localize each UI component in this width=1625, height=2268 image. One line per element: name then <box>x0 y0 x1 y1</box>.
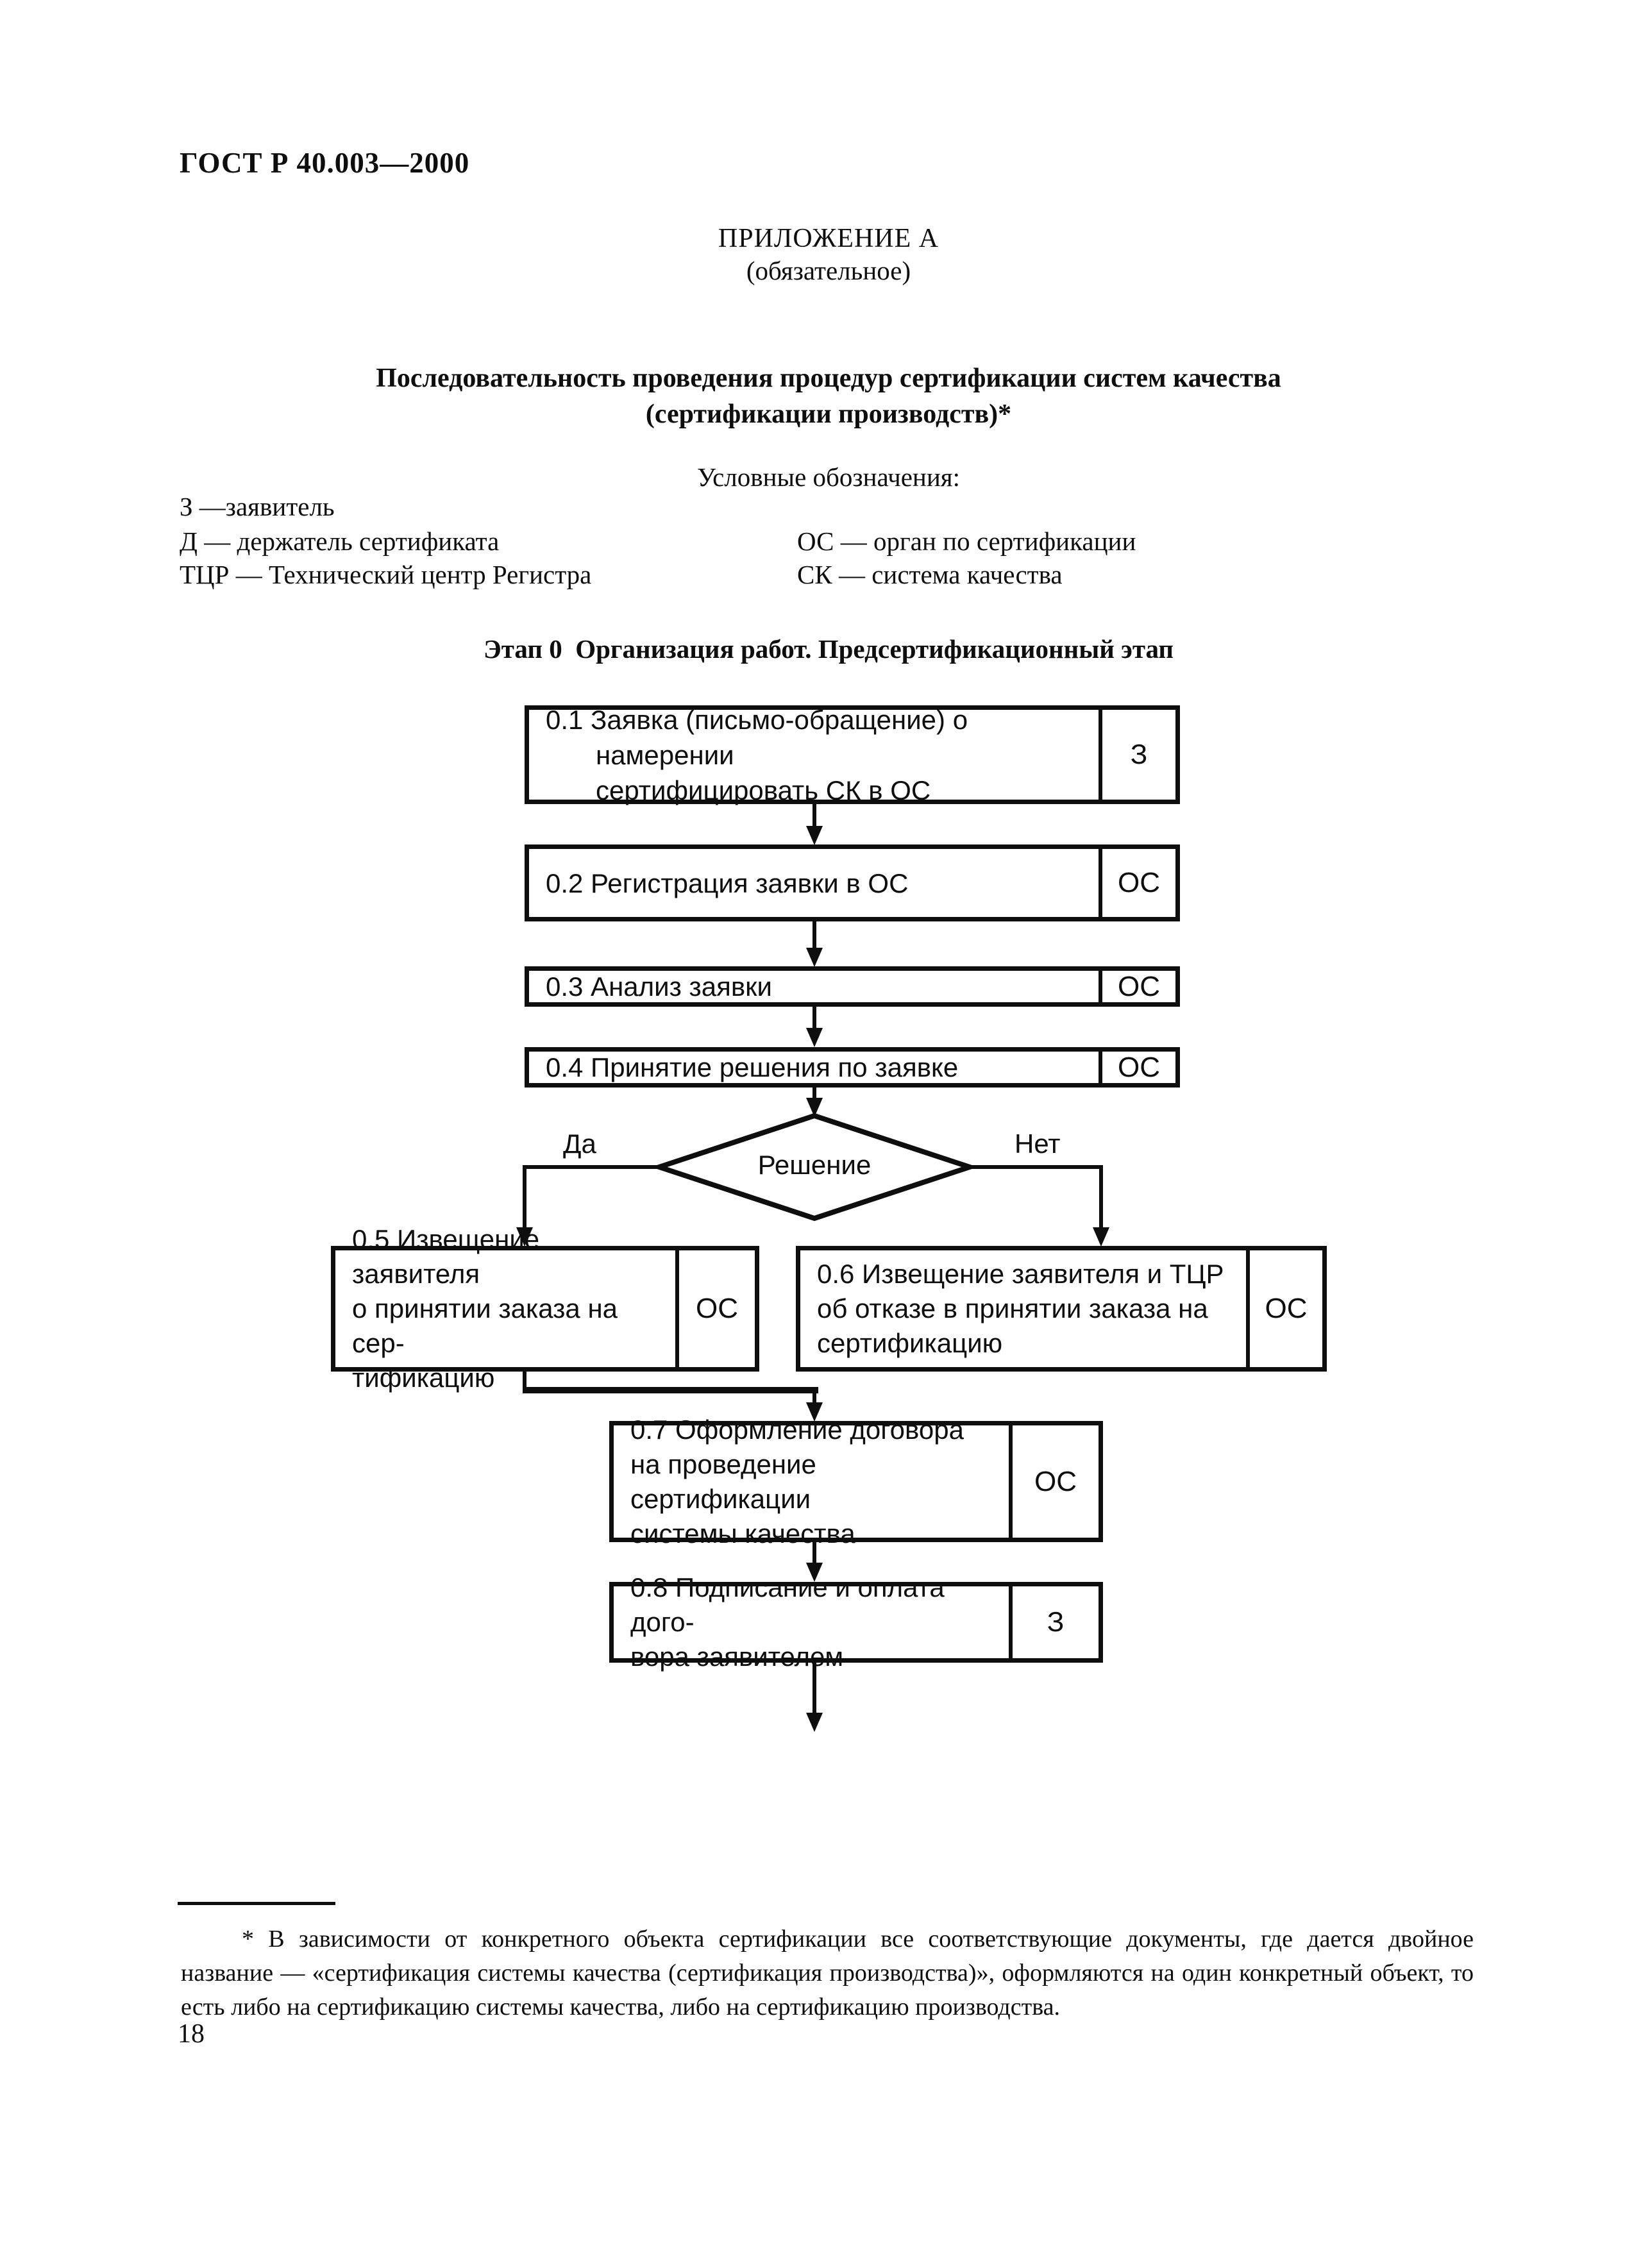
main-title-line2: (сертификации производств)* <box>645 399 1012 429</box>
flow-box-0-8: 0.8 Подписание и оплата дого- вора заяви… <box>609 1572 1103 1672</box>
arrow-down-icon <box>516 1227 533 1247</box>
flow-box-0-2-tag: ОС <box>1099 849 1175 917</box>
arrow-down-icon <box>806 948 823 967</box>
flow-box-0-4: 0.4 Принятие решения по заявке ОС <box>525 1047 1180 1088</box>
connector-line <box>812 1088 816 1099</box>
flow-box-0-7: 0.7 Оформление договора на проведение се… <box>609 1414 1103 1549</box>
flow-box-0-1: 0.1 Заявка (письмо-обращение) о намерени… <box>525 704 1180 805</box>
connector-line <box>812 1007 816 1030</box>
arrow-down-icon <box>806 1028 823 1047</box>
decision-diamond <box>651 1113 978 1222</box>
footnote-rule <box>178 1902 335 1905</box>
flow-box-0-3-tag: ОС <box>1099 971 1175 1002</box>
connector-line <box>812 1663 816 1714</box>
flow-box-0-2: 0.2 Регистрация заявки в ОС ОС <box>525 844 1180 921</box>
decision-yes-label: Да <box>563 1129 596 1159</box>
connector-line <box>812 1387 816 1404</box>
connector-line <box>523 1165 659 1169</box>
flow-box-0-1-text: 0.1 Заявка (письмо-обращение) о намерени… <box>546 704 968 805</box>
connector-line <box>1099 1165 1103 1229</box>
flow-box-0-4-text: 0.4 Принятие решения по заявке <box>546 1052 959 1082</box>
flow-box-0-6-text: 0.6 Извещение заявителя и ТЦР об отказе … <box>817 1259 1224 1358</box>
decision-no-label: Нет <box>1015 1129 1061 1159</box>
arrow-down-icon <box>806 1713 823 1732</box>
main-title-line1: Последовательность проведения процедур с… <box>376 364 1281 393</box>
legend-item-tcr: ТЦР — Технический центр Регистра <box>180 560 592 589</box>
stage-heading: Этап 0 Организация работ. Предсертификац… <box>483 634 1174 664</box>
flow-box-0-7-tag: ОС <box>1009 1425 1099 1538</box>
connector-line <box>523 1372 526 1392</box>
connector-line <box>523 1387 818 1393</box>
flow-box-0-8-tag: З <box>1009 1586 1099 1658</box>
flow-box-0-3-text: 0.3 Анализ заявки <box>546 971 773 1002</box>
connector-line <box>523 1165 526 1229</box>
flow-box-0-7-text: 0.7 Оформление договора на проведение се… <box>630 1414 964 1549</box>
appendix-subtitle: (обязательное) <box>746 256 911 285</box>
flow-box-0-3: 0.3 Анализ заявки ОС <box>525 966 1180 1007</box>
legend-heading: Условные обозначения: <box>696 462 961 492</box>
decision-label: Решение <box>757 1150 871 1180</box>
legend-item-os: ОС — орган по сертификации <box>797 526 1136 556</box>
appendix-title: ПРИЛОЖЕНИЕ А <box>718 224 939 253</box>
legend-item-z: З —заявитель <box>180 492 335 521</box>
flow-box-0-5-tag: ОС <box>675 1250 755 1367</box>
connector-line <box>812 804 816 830</box>
connector-line <box>812 1542 816 1564</box>
legend-item-sk: СК — система качества <box>797 560 1063 589</box>
flow-box-0-5-text: 0.5 Извещение заявителя о принятии заказ… <box>352 1224 618 1393</box>
flow-box-0-5: 0.5 Извещение заявителя о принятии заказ… <box>331 1224 759 1393</box>
flow-box-0-6: 0.6 Извещение заявителя и ТЦР об отказе … <box>796 1246 1327 1372</box>
connector-line <box>970 1165 1103 1169</box>
flow-box-0-4-tag: ОС <box>1099 1052 1175 1083</box>
arrow-down-icon <box>806 1563 823 1582</box>
page-number: 18 <box>178 2019 205 2049</box>
arrow-down-icon <box>806 826 823 845</box>
arrow-down-icon <box>1093 1227 1109 1247</box>
flow-box-0-8-text: 0.8 Подписание и оплата дого- вора заяви… <box>630 1572 945 1672</box>
flow-box-0-6-tag: ОС <box>1246 1250 1322 1367</box>
legend-item-d: Д — держатель сертификата <box>180 526 500 556</box>
connector-line <box>812 921 816 950</box>
doc-code: ГОСТ Р 40.003—2000 <box>180 147 470 179</box>
flow-box-0-1-tag: З <box>1099 710 1175 800</box>
flow-box-0-2-text: 0.2 Регистрация заявки в ОС <box>546 868 909 898</box>
footnote-text: * В зависимости от конкретного объекта с… <box>181 1926 1474 2020</box>
arrow-down-icon <box>806 1402 823 1422</box>
